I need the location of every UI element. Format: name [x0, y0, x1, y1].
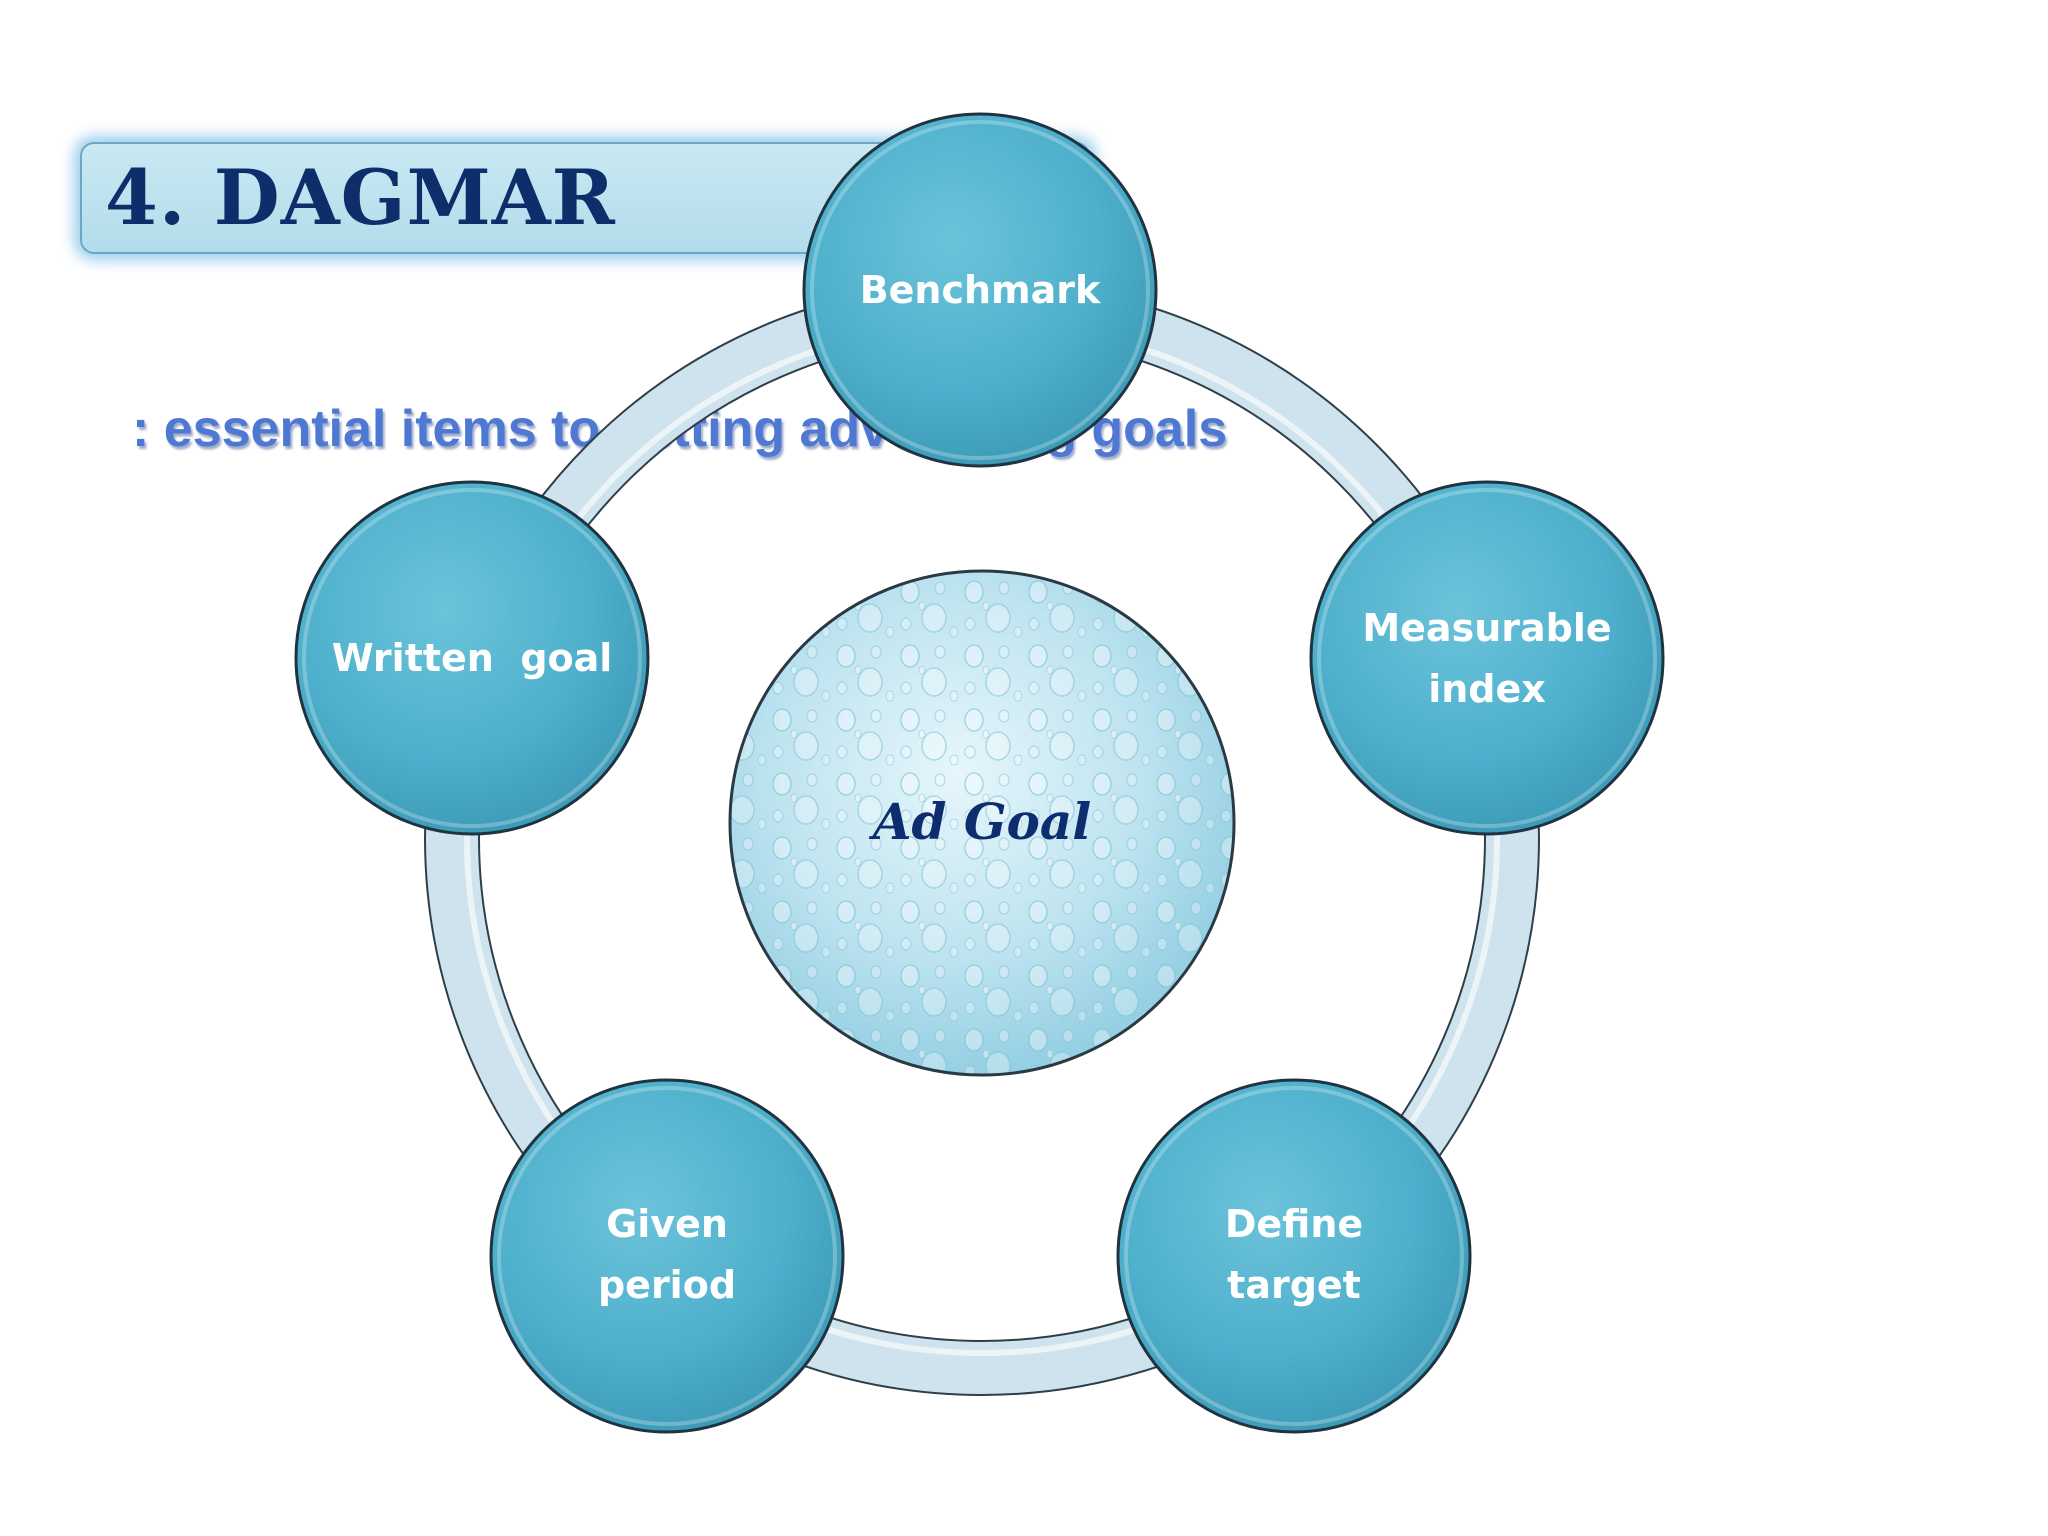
- node-measurable-index: Measurable index: [1309, 480, 1665, 836]
- center-node-label: Ad Goal: [869, 792, 1092, 851]
- node-written-goal-label: Written goal: [332, 636, 613, 680]
- node-define-target-label-line2: target: [1227, 1263, 1361, 1307]
- node-define-target-label-line1: Define: [1225, 1202, 1363, 1246]
- node-given-period-label-line1: Given: [606, 1202, 728, 1246]
- slide-title: 4. DAGMAR: [105, 153, 616, 242]
- node-written-goal: Written goal: [294, 480, 650, 836]
- node-given-period-label-line2: period: [598, 1263, 736, 1307]
- node-measurable-index-label-line2: index: [1428, 667, 1546, 711]
- node-define-target: Define target: [1116, 1078, 1472, 1434]
- center-node: Ad Goal: [728, 569, 1236, 1077]
- node-given-period: Given period: [489, 1078, 845, 1434]
- node-benchmark-label: Benchmark: [860, 268, 1101, 312]
- node-benchmark: Benchmark: [802, 112, 1158, 468]
- node-measurable-index-label-line1: Measurable: [1362, 606, 1611, 650]
